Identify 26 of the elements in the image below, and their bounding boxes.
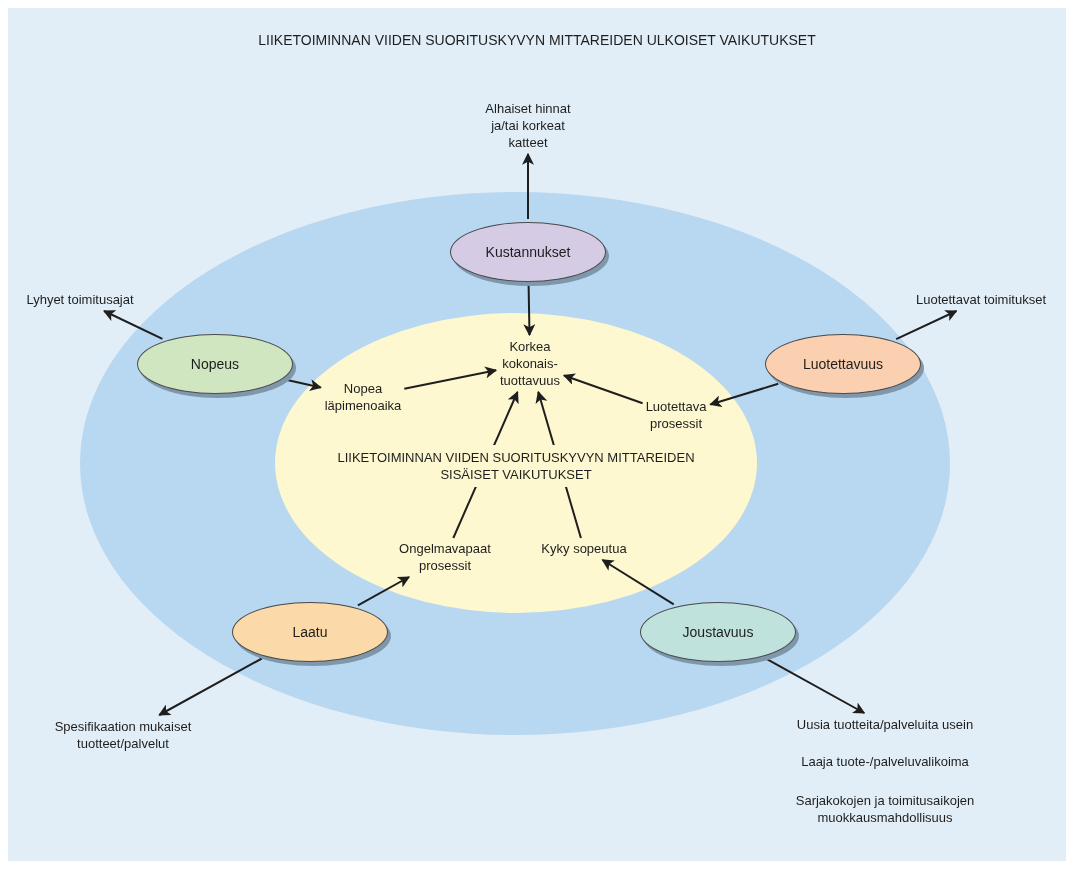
text-label: Spesifikaation mukaiset tuotteet/palvelut	[28, 718, 218, 752]
arrow	[535, 390, 582, 539]
text-label: Ongelmavapaat prosessit	[395, 540, 495, 574]
text-label: Luotettava prosessit	[630, 398, 722, 432]
text-label: Uusia tuotteita/palveluita usein	[745, 716, 1025, 734]
text-label: Korkea kokonais- tuottavuus	[490, 338, 570, 389]
text-label: Kyky sopeutua	[538, 540, 630, 558]
text-label: Nopea läpimenoaika	[318, 380, 408, 414]
arrow	[523, 284, 536, 337]
arrow	[765, 657, 866, 714]
arrow	[562, 373, 644, 405]
arrow	[103, 310, 164, 340]
arrow	[895, 310, 958, 341]
text-label: Laaja tuote-/palveluvalikoima	[800, 753, 970, 771]
arrow	[452, 390, 519, 539]
arrow	[522, 152, 534, 220]
text-label: Lyhyet toimitusajat	[10, 291, 150, 309]
text-label: Luotettavat toimitukset	[895, 291, 1067, 309]
arrow	[709, 382, 780, 408]
text-label: Alhaiset hinnat ja/tai korkeat katteet	[470, 100, 586, 152]
arrow	[356, 576, 411, 607]
title: LIIKETOIMINNAN VIIDEN SUORITUSKYVYN MITTAREIDEN ULKOISET VAIKUTUKSET	[257, 32, 817, 49]
text-label: Sarjakokojen ja toimitusaikojen muokkausmahdollisuus	[794, 792, 976, 826]
arrow	[403, 366, 498, 390]
arrow	[158, 657, 263, 716]
arrow	[601, 559, 675, 606]
